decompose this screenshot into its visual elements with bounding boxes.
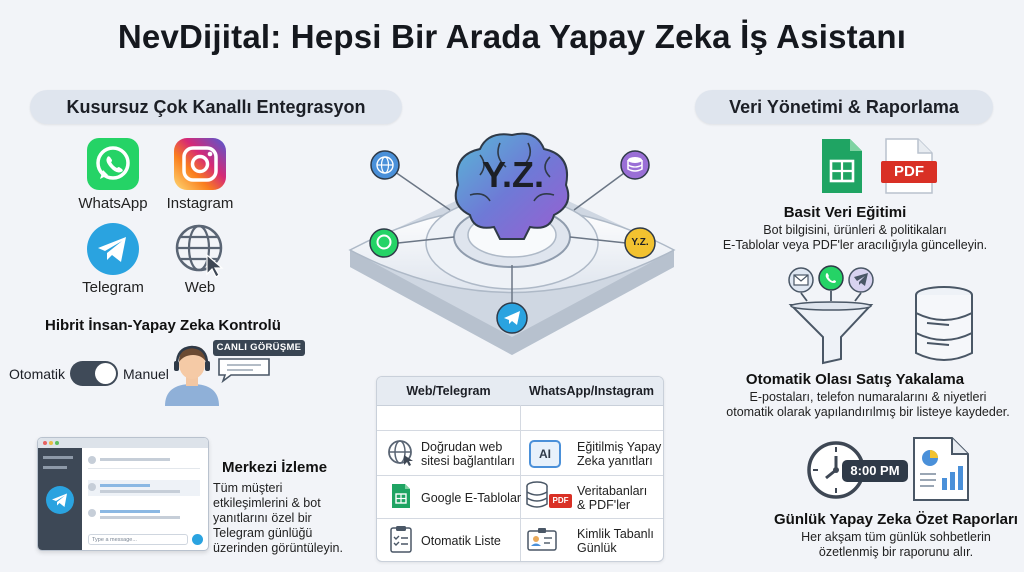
training-title: Basit Veri Eğitimi <box>783 204 907 221</box>
ai-icon: AI <box>529 440 561 468</box>
chat-message <box>88 506 200 522</box>
lead-funnel-icon <box>785 265 880 370</box>
web-label: Web <box>184 279 216 296</box>
time-badge: 8:00 PM <box>842 460 908 482</box>
chat-message <box>88 454 200 469</box>
table-header: Web/Telegram WhatsApp/Instagram <box>377 377 663 406</box>
sheets-icon <box>391 483 411 514</box>
instagram-icon <box>173 137 227 196</box>
toggle-manual-label: Manuel <box>123 366 169 382</box>
database-icon <box>913 285 975 370</box>
reports-text: Her akşam tüm günlük sohbetlerin özetlen… <box>801 530 991 559</box>
monitor-text: Tüm müşteri etkileşimlerini & bot yanıtl… <box>213 481 343 555</box>
whatsapp-icon <box>86 137 140 196</box>
send-icon[interactable] <box>192 534 203 545</box>
pdf-icon: PDF <box>549 494 572 508</box>
database-icon <box>525 481 549 514</box>
pdf-file-icon <box>880 137 940 200</box>
chat-sidebar <box>38 448 82 550</box>
live-chat-badge: CANLI GÖRÜŞME <box>213 340 305 356</box>
integration-pill: Kusursuz Çok Kanallı Entegrasyon <box>30 90 402 124</box>
instagram-label: Instagram <box>166 195 234 212</box>
chat-window: Type a message... <box>37 437 209 551</box>
table-row: Veritabanları& PDF'ler <box>577 484 648 512</box>
training-text: Bot bilgisini, ürünleri & politikaları E… <box>722 223 988 252</box>
toggle-auto-label: Otomatik <box>9 366 66 382</box>
leads-title: Otomatik Olası Satış Yakalama <box>745 371 965 388</box>
sheets-icon <box>820 137 864 200</box>
checklist-icon <box>390 525 412 558</box>
yz-node-label: Y.Z. <box>631 237 649 248</box>
speech-bubble-icon <box>217 357 273 388</box>
whatsapp-label: WhatsApp <box>78 195 148 212</box>
table-header-whatsapp-instagram: WhatsApp/Instagram <box>528 384 654 398</box>
telegram-label: Telegram <box>82 279 144 296</box>
feature-table: Web/Telegram WhatsApp/Instagram Doğrudan… <box>376 376 664 562</box>
message-input[interactable]: Type a message... <box>88 534 188 545</box>
hybrid-title: Hibrit İnsan-Yapay Zeka Kontrolü <box>45 317 281 334</box>
data-management-pill: Veri Yönetimi & Raporlama <box>695 90 993 124</box>
table-header-web-telegram: Web/Telegram <box>406 384 491 398</box>
chat-message <box>88 480 200 496</box>
ai-hub-diagram <box>340 125 685 370</box>
report-icon <box>912 436 972 507</box>
pdf-badge: PDF <box>894 163 924 180</box>
mode-toggle[interactable] <box>70 361 118 386</box>
table-row: Otomatik Liste <box>421 534 501 548</box>
leads-text: E-postaları, telefon numaralarını & niye… <box>726 390 1010 419</box>
globe-icon <box>387 439 415 472</box>
toggle-knob <box>95 363 116 384</box>
page-title: NevDijital: Hepsi Bir Arada Yapay Zeka İ… <box>117 18 907 55</box>
reports-title: Günlük Yapay Zeka Özet Raporları <box>774 511 1018 528</box>
window-titlebar <box>38 438 208 448</box>
monitor-title: Merkezi İzleme <box>222 459 328 476</box>
table-row: Google E-Tablolar <box>421 491 522 505</box>
globe-icon <box>173 222 229 283</box>
telegram-icon <box>86 222 140 281</box>
id-card-icon <box>527 527 557 556</box>
brain-label: Y.Z. <box>481 154 544 195</box>
agent-avatar <box>163 340 221 411</box>
telegram-icon <box>45 485 75 520</box>
